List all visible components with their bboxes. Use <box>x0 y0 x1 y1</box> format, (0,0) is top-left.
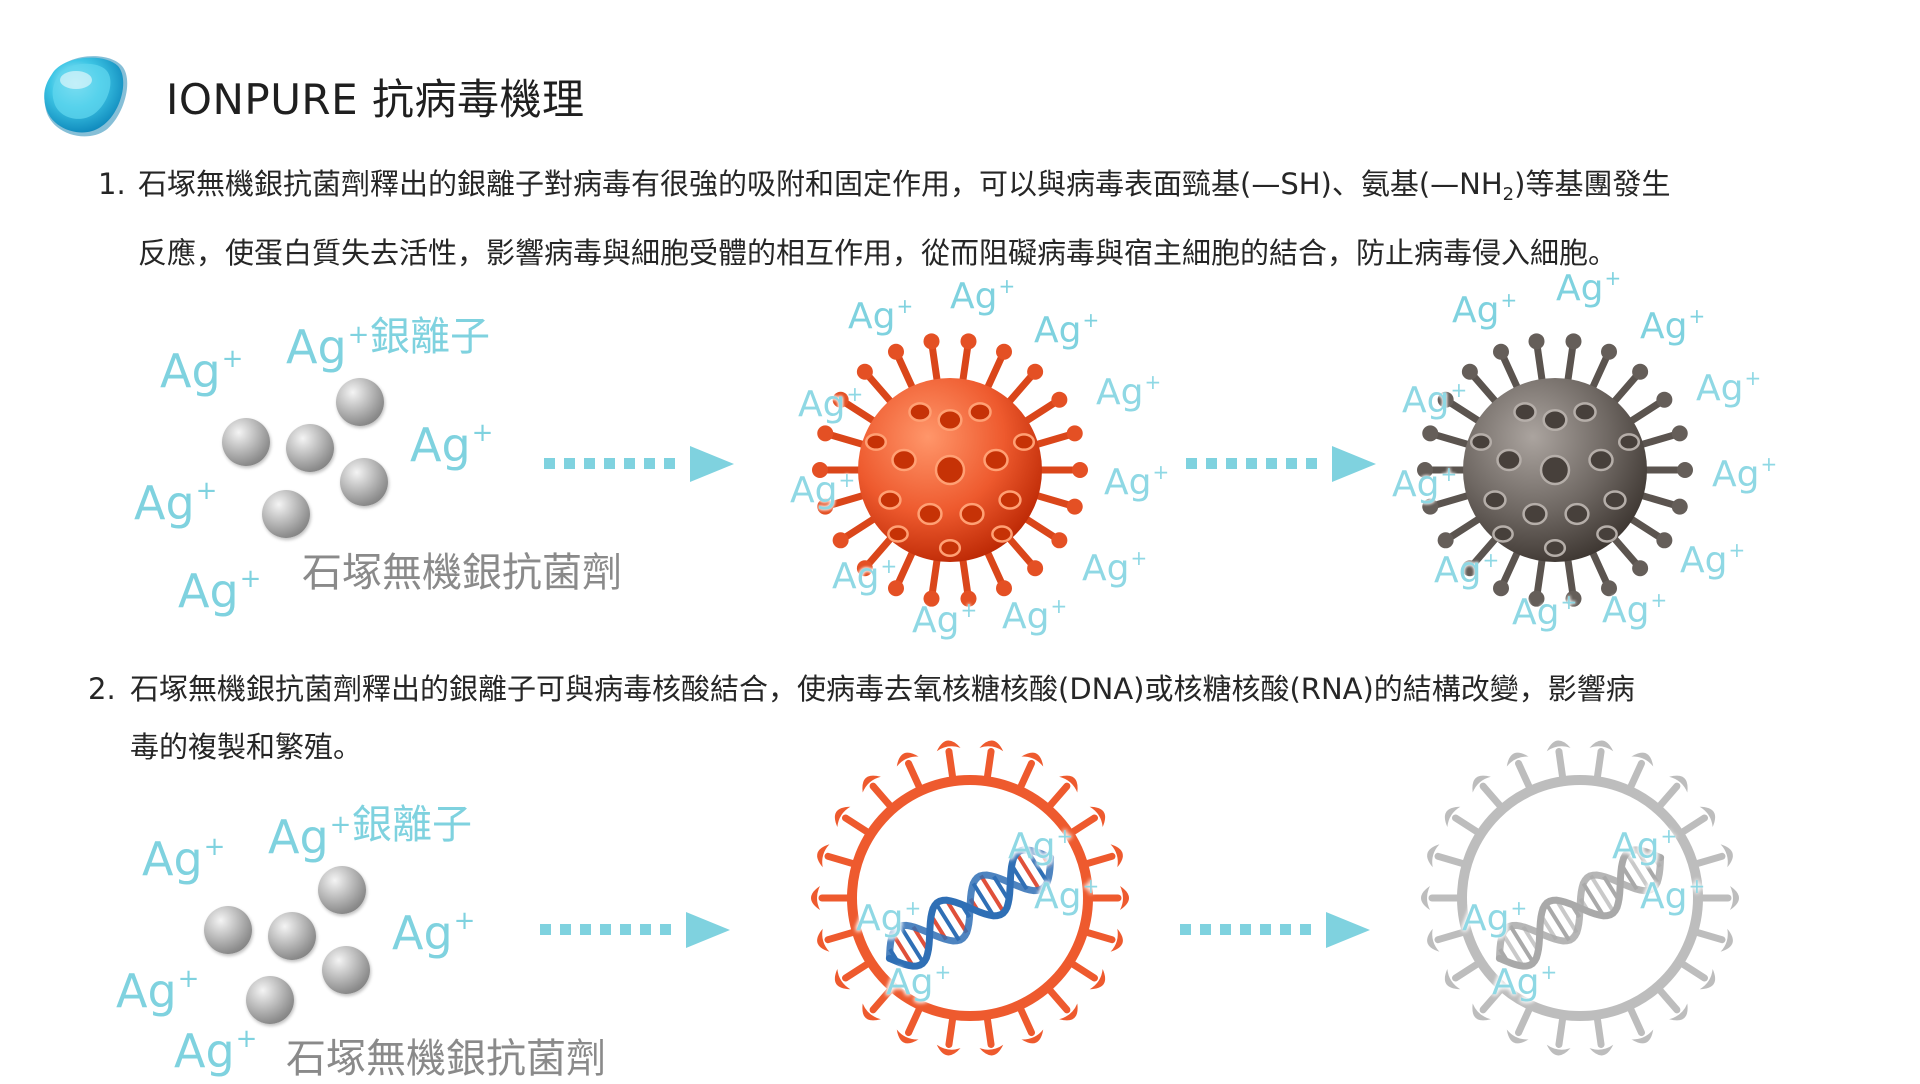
step2-number: 2. <box>88 672 116 706</box>
silver-particle <box>322 946 370 994</box>
silver-ion-label: Ag+ <box>174 1024 258 1078</box>
silver-ion-label: Ag+ <box>1008 824 1074 867</box>
silver-ion-label: Ag+ <box>832 554 898 597</box>
silver-ion-label: Ag+ <box>1002 594 1068 637</box>
virus-surface-pits <box>1469 402 1641 558</box>
silver-ion-label: Ag+ <box>142 832 226 886</box>
silver-ion-label: Ag+ <box>1034 308 1100 351</box>
arrow-right-icon <box>540 912 730 948</box>
step1-line1: 石塚無機銀抗菌劑釋出的銀離子對病毒有很強的吸附和固定作用，可以與病毒表面巰基(—… <box>138 167 1671 205</box>
silver-particle <box>318 866 366 914</box>
silver-ion-label: Ag+ <box>1680 538 1746 581</box>
silver-ion-label: Ag+ <box>1402 378 1468 421</box>
silver-particle <box>336 378 384 426</box>
silver-ion-label: Ag+ <box>1434 548 1500 591</box>
silver-ion-label: Ag+ <box>856 896 922 939</box>
virus-surface-pits <box>864 402 1036 558</box>
silver-ion-label: Ag+ <box>848 294 914 337</box>
silver-ion-label: Ag+ <box>410 418 494 472</box>
silver-particle <box>222 418 270 466</box>
silver-ion-label: Ag+ <box>1602 588 1668 631</box>
silver-ion-label: Ag+ <box>178 564 262 618</box>
silver-ion-caption: 銀離子 <box>352 802 472 848</box>
ionpure-logo-icon <box>44 56 128 137</box>
silver-ion-label: Ag+ <box>1462 896 1528 939</box>
virus-spikes <box>1417 333 1693 607</box>
silver-ion-label: Ag+ <box>134 476 218 530</box>
silver-ion-label: Ag+ <box>268 810 352 864</box>
dna-helix-icon <box>1495 846 1665 970</box>
page-title: IONPURE 抗病毒機理 <box>166 75 585 124</box>
silver-ion-label: Ag+ <box>1640 304 1706 347</box>
silver-ion-label: Ag+ <box>1640 874 1706 917</box>
active-virus-illustration <box>812 333 1088 607</box>
antibacterial-agent-caption: 石塚無機銀抗菌劑 <box>302 550 622 596</box>
arrow-right-icon <box>544 446 734 482</box>
silver-ion-label: Ag+ <box>886 960 952 1003</box>
silver-ion-label: Ag+ <box>286 320 370 374</box>
silver-ion-label: Ag+ <box>1104 460 1170 503</box>
silver-particle <box>204 906 252 954</box>
silver-ion-label: Ag+ <box>950 274 1016 317</box>
inactivated-virus-illustration <box>1417 333 1693 607</box>
silver-ion-label: Ag+ <box>392 906 476 960</box>
silver-particle <box>262 490 310 538</box>
step1-number: 1. <box>98 167 126 201</box>
step2-text: 2. 石塚無機銀抗菌劑釋出的銀離子可與病毒核酸結合，使病毒去氧核糖核酸(DNA)… <box>88 660 1635 776</box>
silver-ion-label: Ag+ <box>1082 546 1148 589</box>
silver-ion-label: Ag+ <box>1034 874 1100 917</box>
silver-ion-label: Ag+ <box>1392 462 1458 505</box>
silver-ion-label: Ag+ <box>798 382 864 425</box>
silver-ion-label: Ag+ <box>1612 824 1678 867</box>
silver-ion-label: Ag+ <box>1096 370 1162 413</box>
virus-spikes <box>812 333 1088 607</box>
silver-ion-label: Ag+ <box>1712 452 1778 495</box>
antibacterial-agent-caption: 石塚無機銀抗菌劑 <box>286 1036 606 1082</box>
silver-ion-caption: 銀離子 <box>370 314 490 360</box>
silver-ion-label: Ag+ <box>160 344 244 398</box>
silver-ion-label: Ag+ <box>1492 960 1558 1003</box>
silver-particle <box>286 424 334 472</box>
silver-particle <box>340 458 388 506</box>
silver-ion-label: Ag+ <box>116 964 200 1018</box>
silver-ion-label: Ag+ <box>1512 590 1578 633</box>
silver-ion-label: Ag+ <box>790 468 856 511</box>
silver-particle <box>246 976 294 1024</box>
arrow-right-icon <box>1180 912 1370 948</box>
silver-ion-label: Ag+ <box>1696 366 1762 409</box>
silver-ion-label: Ag+ <box>1556 266 1622 309</box>
step1-text: 1. 石塚無機銀抗菌劑釋出的銀離子對病毒有很強的吸附和固定作用，可以與病毒表面巰… <box>98 155 1670 282</box>
arrow-right-icon <box>1186 446 1376 482</box>
step2-line2: 毒的複製和繁殖。 <box>130 730 363 764</box>
step1-line2: 反應，使蛋白質失去活性，影響病毒與細胞受體的相互作用，從而阻礙病毒與宿主細胞的結… <box>138 236 1618 270</box>
dna-helix-icon <box>885 846 1055 970</box>
silver-particle <box>268 912 316 960</box>
virus-cross-section-dna <box>811 740 1129 1056</box>
silver-ion-label: Ag+ <box>912 598 978 641</box>
silver-ion-label: Ag+ <box>1452 288 1518 331</box>
damaged-virus-cross-section-dna <box>1421 740 1739 1056</box>
step2-line1: 石塚無機銀抗菌劑釋出的銀離子可與病毒核酸結合，使病毒去氧核糖核酸(DNA)或核糖… <box>130 672 1635 706</box>
